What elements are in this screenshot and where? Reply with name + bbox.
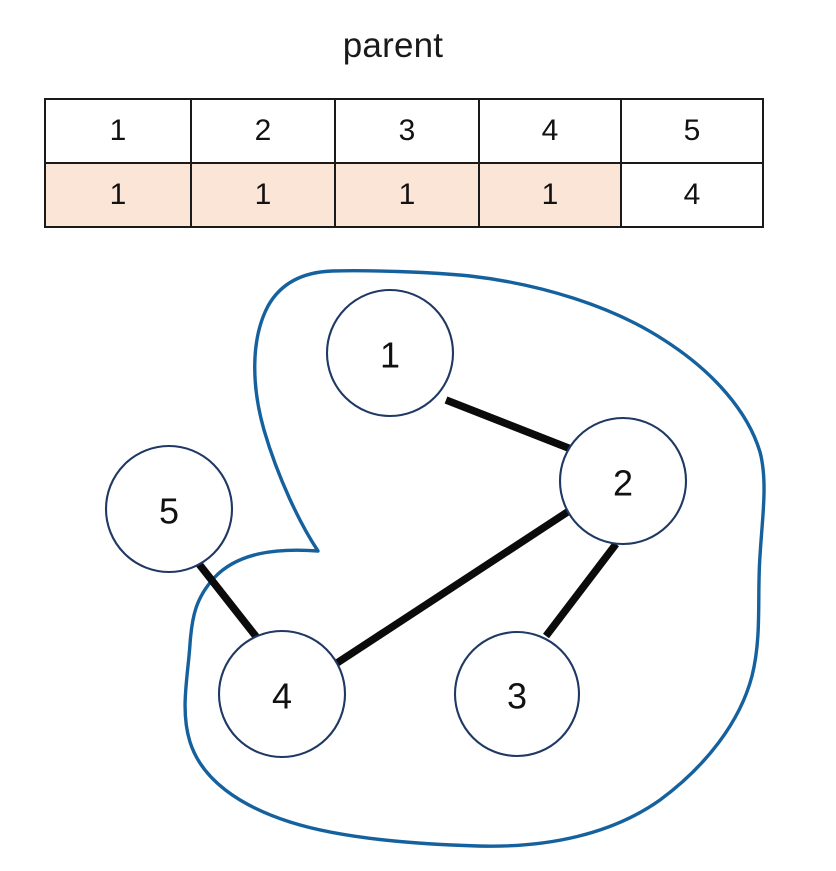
array-index-cell-3[interactable]: 3 <box>334 98 480 164</box>
array-index-row: 1 2 3 4 5 <box>44 98 764 164</box>
array-value-cell-4[interactable]: 1 <box>478 162 622 228</box>
array-value-cell-3[interactable]: 1 <box>334 162 480 228</box>
node-3[interactable]: 3 <box>453 630 581 758</box>
array-value-cell-2[interactable]: 1 <box>190 162 336 228</box>
node-2[interactable]: 2 <box>558 416 688 546</box>
node-2-label: 2 <box>613 463 633 504</box>
edge-2-3 <box>543 541 619 639</box>
parent-array-table: 1 2 3 4 5 1 1 1 1 4 <box>44 98 764 228</box>
node-4-label: 4 <box>272 676 292 717</box>
node-2-circle[interactable] <box>558 416 688 546</box>
array-value-row: 1 1 1 1 4 <box>44 162 764 228</box>
edge-1-2 <box>444 396 578 455</box>
edge-2-4 <box>334 507 572 667</box>
node-1[interactable]: 1 <box>325 288 455 418</box>
node-3-circle[interactable] <box>453 630 581 758</box>
node-3-label: 3 <box>507 676 527 717</box>
array-value-cell-5[interactable]: 4 <box>620 162 764 228</box>
page-title: parent <box>342 26 444 65</box>
array-index-cell-4[interactable]: 4 <box>478 98 622 164</box>
node-1-label: 1 <box>380 335 400 376</box>
node-1-circle[interactable] <box>325 288 455 418</box>
array-index-cell-2[interactable]: 2 <box>190 98 336 164</box>
node-4[interactable]: 4 <box>217 629 347 759</box>
node-5[interactable]: 5 <box>104 444 234 574</box>
set-outline-path <box>183 269 766 848</box>
node-5-label: 5 <box>159 491 179 532</box>
array-index-cell-5[interactable]: 5 <box>620 98 764 164</box>
edge-5-4 <box>196 561 261 642</box>
array-index-cell-1[interactable]: 1 <box>44 98 192 164</box>
node-5-circle[interactable] <box>104 444 234 574</box>
node-4-circle[interactable] <box>217 629 347 759</box>
array-value-cell-1[interactable]: 1 <box>44 162 192 228</box>
